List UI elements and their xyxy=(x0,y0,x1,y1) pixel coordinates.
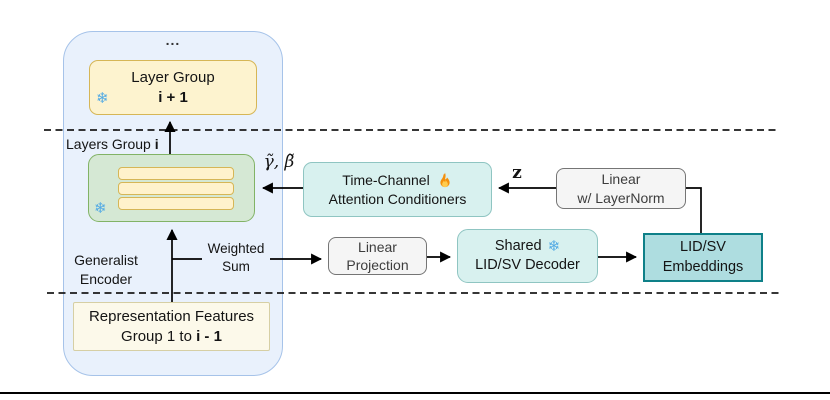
layer-bar xyxy=(118,197,234,210)
layer-group-next-line1: Layer Group xyxy=(131,68,215,86)
weighted-sum-line2: Sum xyxy=(222,259,250,275)
representation-features-line2-bold: i - 1 xyxy=(196,327,222,345)
generalist-encoder-line2: Encoder xyxy=(79,270,133,287)
layer-group-i-box xyxy=(88,154,255,222)
embeddings-line2: Embeddings xyxy=(662,258,744,275)
embeddings-line1: LID/SV xyxy=(680,239,726,256)
linear-layernorm-line2: w/ LayerNorm xyxy=(577,189,665,206)
more-layers-ellipsis: ... xyxy=(165,32,181,48)
layer-group-next-box: Layer Group i + 1 xyxy=(89,60,257,115)
generalist-encoder-line1: Generalist xyxy=(74,252,138,268)
linear-projection-line1: Linear xyxy=(358,238,397,255)
time-channel-line2: Attention Conditioners xyxy=(328,190,467,207)
layer-bar xyxy=(118,182,234,195)
gamma-beta-label: γ̃, β̃ xyxy=(263,152,295,172)
layers-group-i-label: Layers Group i xyxy=(66,136,159,152)
snowflake-icon: ❄ xyxy=(94,200,107,217)
weighted-sum-label: Weighted Sum xyxy=(202,240,270,277)
time-channel-line1: Time-Channel xyxy=(342,172,430,189)
weighted-sum-line1: Weighted xyxy=(207,241,265,256)
representation-features-line1: Representation Features xyxy=(88,307,255,325)
shared-decoder-line2: LID/SV Decoder xyxy=(475,257,580,273)
snowflake-icon: ❄ xyxy=(547,237,561,255)
layer-group-next-line2: i + 1 xyxy=(158,88,188,106)
shared-decoder-line1: Shared xyxy=(494,237,542,254)
layer-bar xyxy=(118,167,234,180)
linear-layernorm-box: Linear w/ LayerNorm xyxy=(556,168,686,209)
layers-group-i-bold: i xyxy=(154,136,159,152)
z-label: z xyxy=(512,163,522,183)
linear-projection-box: Linear Projection xyxy=(328,237,427,275)
representation-features-line2-prefix: Group 1 to xyxy=(121,327,197,345)
representation-features-box: Representation Features Group 1 to i - 1 xyxy=(73,302,270,351)
bottom-rule xyxy=(0,392,830,394)
linear-layernorm-line1: Linear xyxy=(601,171,641,188)
shared-decoder-box: Shared ❄ LID/SV Decoder xyxy=(457,229,598,283)
layers-group-i-prefix: Layers Group xyxy=(66,136,155,152)
snowflake-icon: ❄ xyxy=(96,90,109,107)
generalist-encoder-label: Generalist Encoder xyxy=(64,251,148,289)
flame-icon xyxy=(440,173,450,188)
time-channel-conditioners-box: Time-Channel Attention Conditioners xyxy=(303,162,492,217)
wire-embeddings-to-layernorm xyxy=(686,187,702,233)
lidsv-embeddings-box: LID/SV Embeddings xyxy=(643,233,763,282)
linear-projection-line2: Projection xyxy=(346,257,409,273)
